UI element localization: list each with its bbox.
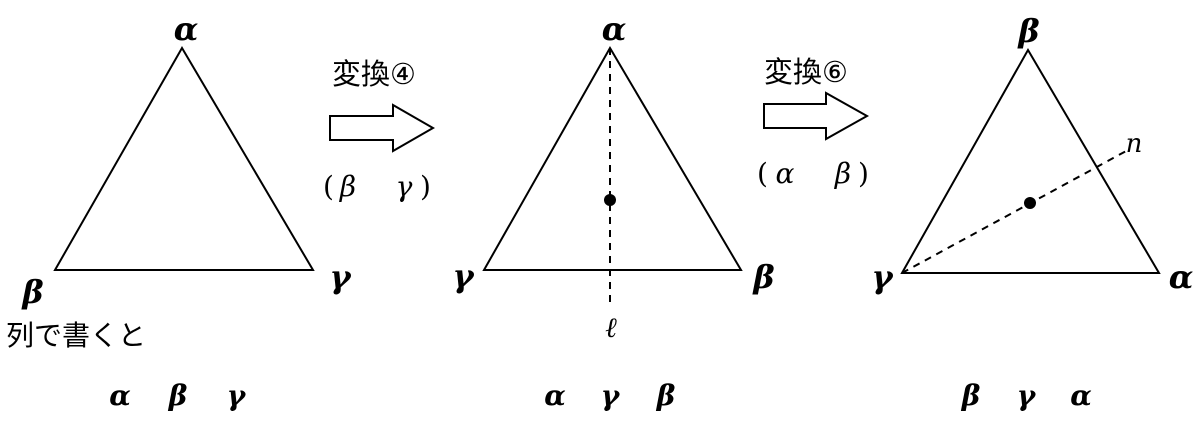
sequence-2: α γ β [544, 379, 675, 412]
sequence-1-item: β [168, 379, 188, 412]
sequence-2-item: β [656, 379, 676, 412]
sequence-3-item: γ [1017, 379, 1037, 412]
arrow-1-shape [329, 103, 436, 153]
triangle-3-outline [900, 47, 1161, 274]
triangle-3-left-label: γ [871, 258, 894, 296]
triangle-2-top-label: α [602, 10, 627, 48]
triangle-1: α β γ [21, 10, 352, 311]
arrow-2-swap-second: β [834, 157, 851, 190]
arrow-1-swap-second: γ [396, 170, 413, 203]
center-dot [1024, 197, 1036, 209]
caption-text: 列で書くと [6, 319, 146, 352]
sequence-3: β γ α [961, 379, 1092, 412]
triangle-3-right-label: α [1169, 258, 1194, 296]
arrow-1-close-paren: ) [420, 170, 431, 203]
arrow-2-shape [763, 91, 870, 141]
arrow-1: 変換④ ( β γ ) [323, 57, 436, 203]
sequence-1-item: γ [227, 379, 247, 412]
arrow-2-open-paren: ( [757, 157, 768, 190]
triangle-2: α γ β ℓ [452, 10, 774, 344]
axis-label-l: ℓ [605, 311, 617, 344]
symmetry-axis-n [901, 149, 1129, 274]
arrow-2: 変換⑥ ( α β ) [757, 55, 870, 190]
triangle-2-outline [482, 46, 743, 271]
triangle-1-top-label: α [174, 10, 199, 48]
sequence-2-item: α [544, 379, 566, 412]
sequence-1: α β γ [109, 379, 247, 412]
sequence-3-item: β [961, 379, 981, 412]
sequence-1-item: α [109, 379, 131, 412]
triangle-1-left-label: β [21, 273, 43, 311]
sequence-2-item: γ [601, 379, 621, 412]
arrow-1-open-paren: ( [323, 170, 334, 203]
center-dot [604, 194, 616, 206]
arrow-2-label: 変換⑥ [764, 55, 848, 89]
triangle-1-right-label: γ [329, 258, 352, 296]
sequence-3-item: α [1070, 379, 1092, 412]
triangle-3: β γ α n [871, 12, 1193, 296]
triangle-3-top-label: β [1017, 12, 1039, 50]
arrow-2-swap-first: α [776, 157, 795, 190]
arrow-2-close-paren: ) [858, 157, 869, 190]
triangle-2-left-label: γ [452, 257, 475, 295]
triangle-1-outline [53, 46, 315, 271]
triangle-2-right-label: β [752, 258, 774, 296]
arrow-1-swap-first: β [339, 170, 356, 203]
arrow-1-label: 変換④ [332, 57, 416, 91]
axis-label-n: n [1126, 129, 1143, 159]
